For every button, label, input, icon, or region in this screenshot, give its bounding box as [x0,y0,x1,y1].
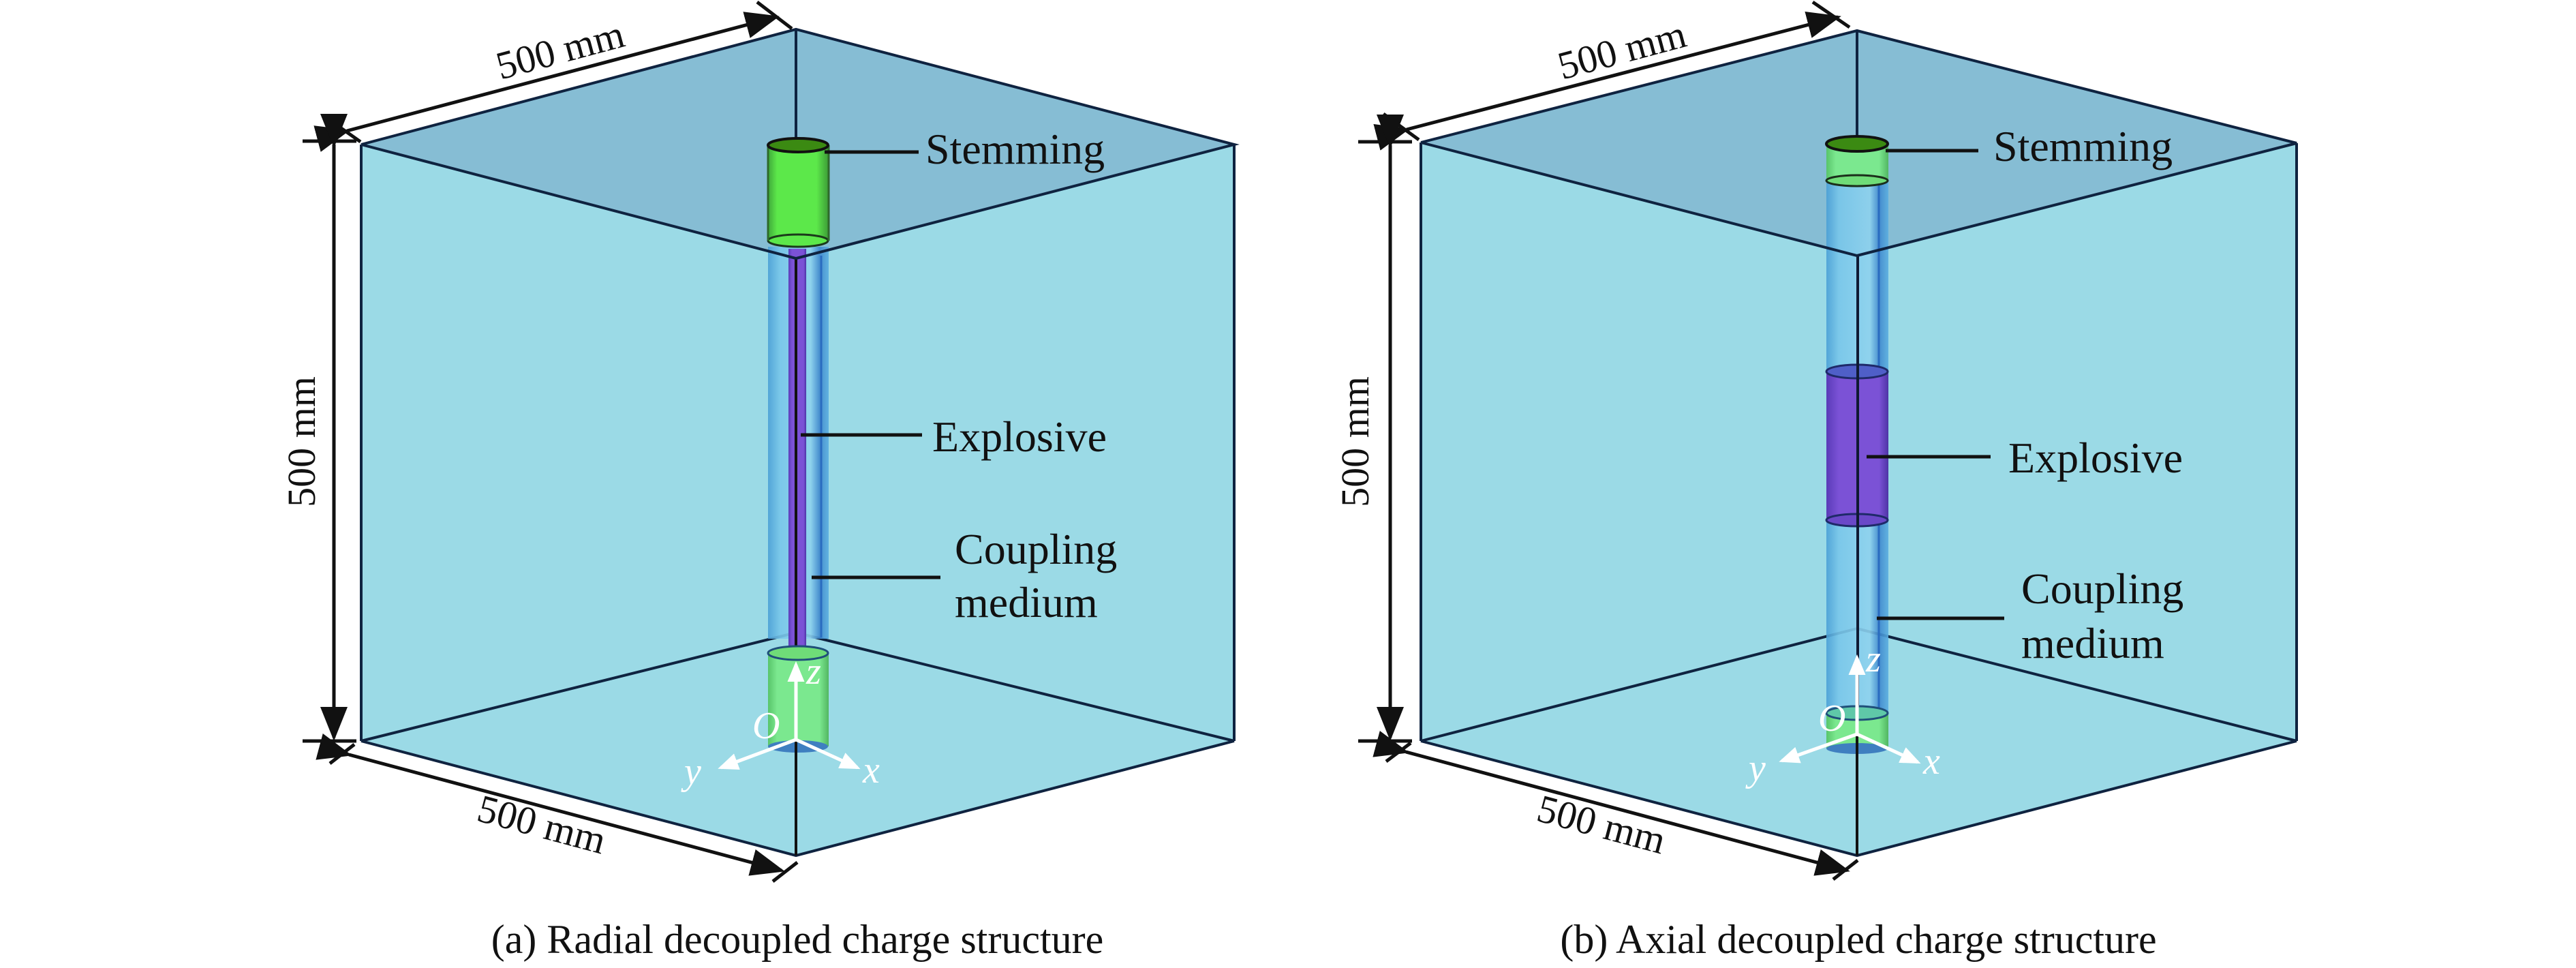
stemming-top [1825,135,1889,187]
cube-right-face [796,145,1234,856]
dimension-vertical: 500 mm [1333,115,1412,743]
dimension-vertical: 500 mm [279,114,356,743]
x-axis-arrow [795,738,861,770]
caption-a: (a) Radial decoupled charge structure [491,917,1103,962]
y-axis-label: y [1745,747,1766,789]
caption-b: (b) Axial decoupled charge structure [1560,917,2156,962]
coupling-medium-label-line1: Coupling [955,525,1117,573]
z-axis-label: z [806,650,821,693]
panel-a: z O x y Stemming Explosive Coupling medi… [279,1,1240,962]
dimension-vertical-label: 500 mm [1333,376,1377,507]
coupling-medium-label-line2: medium [2021,619,2164,667]
cube-left-face [1421,142,1857,856]
cube-edge [1856,627,2297,742]
x-axis-arrow [1856,732,1921,764]
cube-right-face [1857,143,2297,856]
cube-edge [1420,627,1858,742]
panel-b: z O x y Stemming Explosive Coupling medi… [1333,0,2298,962]
cube-edge [361,631,797,742]
coupling-medium-label-line2: medium [955,578,1098,626]
stemming-top [767,137,830,248]
coupling-medium-label-line1: Coupling [2021,564,2183,613]
dimension-top-label: 500 mm [491,12,629,88]
stemming-label: Stemming [1993,122,2173,170]
stemming-label: Stemming [925,125,1105,173]
x-axis-label: x [1922,740,1940,783]
origin-label: O [752,705,780,747]
cube-left-face [361,145,796,856]
x-axis-label: x [862,749,880,791]
explosive-label: Explosive [2008,434,2183,482]
dimension-top-label: 500 mm [1553,12,1691,88]
explosive-label: Explosive [932,412,1107,461]
cube-edge [795,631,1235,742]
z-axis-label: z [1865,638,1881,680]
y-axis-label: y [681,751,701,793]
dimension-vertical-label: 500 mm [279,376,324,507]
origin-label: O [1818,697,1845,740]
